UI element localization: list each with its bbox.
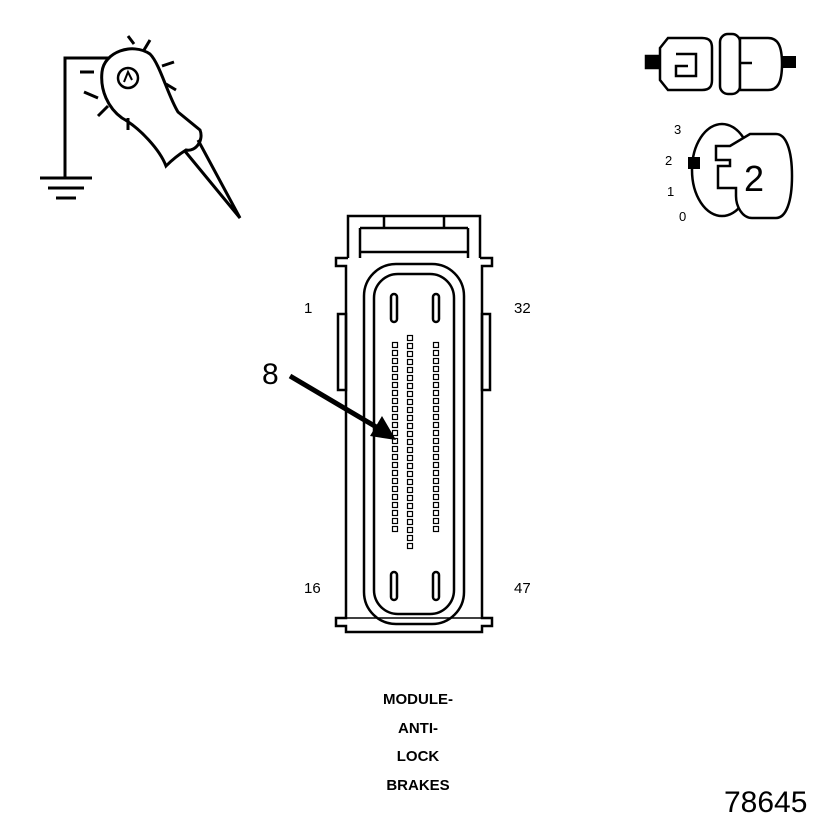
terminal-cavity (406, 390, 414, 398)
title-line-1: MODULE- (383, 691, 453, 708)
terminal-cavity (391, 349, 399, 357)
terminal-cavity (406, 342, 414, 350)
terminal-cavity (391, 509, 399, 517)
connector-housing (334, 214, 494, 634)
ignition-position-3: 3 (674, 122, 682, 137)
terminal-cavity (406, 534, 414, 542)
pin-label-32: 32 (514, 300, 531, 317)
terminal-cavity (406, 462, 414, 470)
terminal-cavity (432, 405, 440, 413)
terminal-cavity (432, 453, 440, 461)
terminal-cavity (391, 429, 399, 437)
ignition-position-1: 1 (667, 184, 675, 199)
disconnected-connector-icon (644, 32, 796, 96)
terminal-cavity (406, 438, 414, 446)
terminal-cavity (432, 397, 440, 405)
terminal-cavity (406, 414, 414, 422)
terminal-cavity (432, 349, 440, 357)
terminal-cavity (391, 405, 399, 413)
terminal-cavity (406, 470, 414, 478)
terminal-cavity (406, 494, 414, 502)
terminal-cavity (406, 430, 414, 438)
terminal-cavity (391, 389, 399, 397)
terminal-cavity (406, 334, 414, 342)
terminal-cavity (391, 397, 399, 405)
terminal-cavity (432, 445, 440, 453)
callout-arrow (288, 373, 396, 440)
terminal-cavity (432, 373, 440, 381)
pin-label-1: 1 (304, 300, 313, 317)
terminal-cavity (391, 525, 399, 533)
ignition-key-icon (688, 122, 794, 220)
terminal-cavity (406, 510, 414, 518)
terminal-cavity (406, 526, 414, 534)
terminal-cavity (432, 477, 440, 485)
title-line-2: ANTI- (398, 720, 438, 737)
terminal-cavity (406, 486, 414, 494)
terminal-cavity (432, 461, 440, 469)
terminal-cavity (432, 525, 440, 533)
terminal-cavity (406, 454, 414, 462)
terminal-cavity (432, 493, 440, 501)
terminal-cavity (432, 365, 440, 373)
title-line-3: LOCK (396, 748, 440, 765)
terminal-cavity (406, 382, 414, 390)
terminal-cavity (432, 429, 440, 437)
terminal-cavity (432, 501, 440, 509)
pin-label-16: 16 (304, 580, 321, 597)
terminal-cavity (432, 421, 440, 429)
terminal-cavity (391, 477, 399, 485)
terminal-cavity (391, 357, 399, 365)
terminal-cavity (406, 350, 414, 358)
terminal-cavity (432, 341, 440, 349)
terminal-cavity (391, 469, 399, 477)
terminal-cavity (406, 502, 414, 510)
terminal-cavity (391, 381, 399, 389)
ignition-position-2: 2 (665, 153, 673, 168)
terminal-cavity (432, 357, 440, 365)
terminal-cavity (406, 542, 414, 550)
terminal-cavity (406, 374, 414, 382)
terminal-cavity (432, 413, 440, 421)
ignition-key-label: 2 (744, 158, 765, 199)
ignition-position-0: 0 (679, 209, 687, 224)
terminal-cavity (432, 389, 440, 397)
terminal-cavity (391, 517, 399, 525)
figure-number: 78645 (724, 786, 808, 819)
terminal-cavity (406, 358, 414, 366)
terminal-cavity (391, 421, 399, 429)
terminal-cavity (391, 461, 399, 469)
terminal-cavity (391, 413, 399, 421)
pin-label-47: 47 (514, 580, 531, 597)
terminal-cavity (432, 381, 440, 389)
terminal-cavity (406, 398, 414, 406)
terminal-cavity (391, 485, 399, 493)
terminal-cavity (391, 365, 399, 373)
terminal-cavity (432, 517, 440, 525)
terminal-cavity (406, 518, 414, 526)
terminal-cavity (432, 485, 440, 493)
title-line-4: BRAKES (386, 777, 450, 794)
terminal-cavity (432, 469, 440, 477)
ground-probe-icon (40, 35, 242, 219)
terminal-cavity (406, 406, 414, 414)
terminal-cavity (432, 509, 440, 517)
terminal-cavity (406, 478, 414, 486)
callout-label: 8 (262, 358, 279, 391)
terminal-cavity (391, 493, 399, 501)
terminal-cavity (391, 373, 399, 381)
terminal-cavity (406, 446, 414, 454)
terminal-cavity (406, 422, 414, 430)
terminal-cavities (391, 334, 440, 550)
terminal-cavity (406, 366, 414, 374)
terminal-cavity (391, 341, 399, 349)
terminal-cavity (391, 445, 399, 453)
terminal-cavity (391, 501, 399, 509)
terminal-cavity (391, 453, 399, 461)
terminal-cavity (432, 437, 440, 445)
